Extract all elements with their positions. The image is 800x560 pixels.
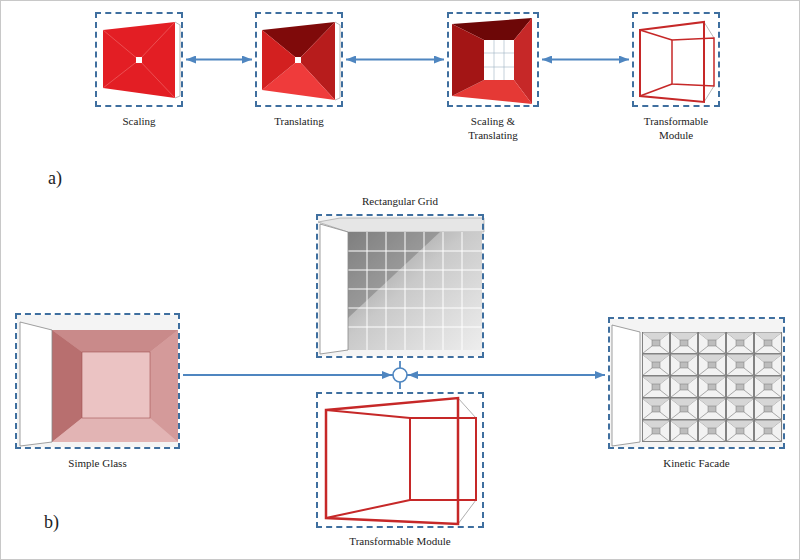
module-panel: Translating [255,12,343,107]
module-caption: Scaling [94,115,184,129]
dashed-frame [316,214,484,358]
dashed-frame [632,12,720,107]
dashed-frame [255,12,343,107]
transformable-module-illustration [640,22,714,102]
module-panel: Rectangular Grid [316,214,484,358]
dashed-frame [316,392,484,528]
module-panel: Scaling & Translating [447,12,539,107]
module-panel: Transformable Module [316,392,484,528]
module-caption: Transformable Module [316,535,484,549]
module-caption: Translating [254,115,344,129]
translating-illustration [262,22,340,100]
junction-arrowhead [382,371,392,379]
module-panel: Transformable Module [632,12,720,107]
part-label: b) [44,512,59,533]
connector-arrow [346,59,444,61]
transformable-module-large-illustration [326,398,476,524]
connector-arrow [186,59,252,61]
simple-glass-illustration [17,315,178,447]
module-caption: Kinetic Facade [608,457,785,471]
scaling-translating-illustration [452,18,532,104]
dashed-frame [608,317,785,449]
connector-arrow [542,59,629,61]
module-caption: Simple Glass [15,457,180,471]
module-caption: Scaling & Translating [457,115,529,143]
junction-arrowhead [408,371,418,379]
module-caption: Rectangular Grid [316,195,484,209]
junction-circle [393,368,407,382]
scaling-illustration [103,22,180,98]
dashed-frame [15,313,180,449]
dashed-frame [95,12,183,107]
dashed-frame [447,12,539,107]
module-panel: Simple Glass [15,313,180,449]
part-label: a) [48,168,62,189]
module-panel: Kinetic Facade [608,317,785,449]
module-caption: Transformable Module [638,115,714,143]
module-panel: Scaling [95,12,183,107]
rectangular-grid-illustration [318,216,484,356]
kinetic-facade-illustration [610,319,783,447]
